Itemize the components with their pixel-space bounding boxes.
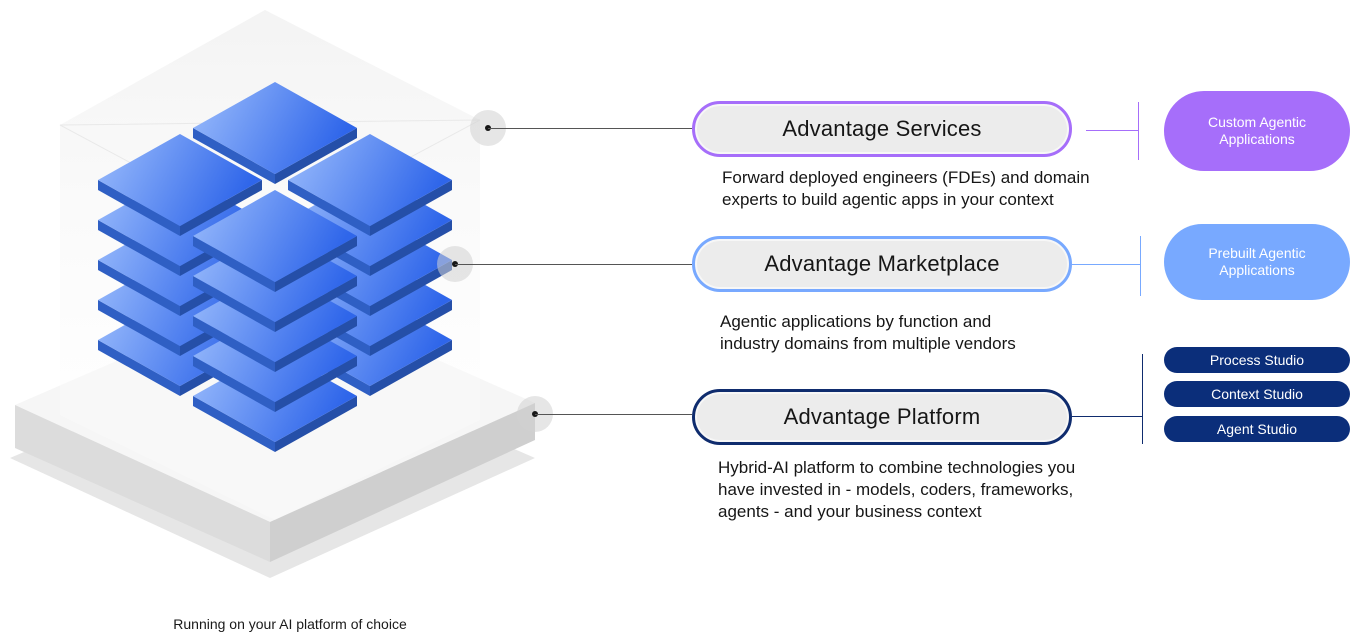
services-badge-bracket [1138,102,1139,160]
platform-connector [535,414,692,415]
prebuilt-agentic-applications-badge[interactable]: Prebuilt Agentic Applications [1164,224,1350,300]
advantage-services-pill[interactable]: Advantage Services [692,101,1072,157]
services-connector [488,128,692,129]
tile-right-0 [288,134,452,236]
tile-left-0 [98,134,262,236]
platform-stack-illustration [10,10,535,578]
agent-studio-button[interactable]: Agent Studio [1164,416,1350,442]
marketplace-connector [455,264,692,265]
context-studio-button[interactable]: Context Studio [1164,381,1350,407]
advantage-marketplace-description: Agentic applications by function and ind… [720,312,1016,353]
tile-front-0 [193,190,357,292]
advantage-marketplace-pill[interactable]: Advantage Marketplace [692,236,1072,292]
tile-back-0 [193,82,357,184]
advantage-services-description: Forward deployed engineers (FDEs) and do… [722,168,1090,209]
services-badge-connector [1086,130,1138,131]
process-studio-button[interactable]: Process Studio [1164,347,1350,373]
marketplace-badge-connector [1072,264,1140,265]
advantage-platform-pill[interactable]: Advantage Platform [692,389,1072,445]
platform-caption: Running on your AI platform of choice [173,616,407,632]
base-platform-left [15,405,270,562]
tile-stack [98,82,452,452]
custom-agentic-applications-badge[interactable]: Custom Agentic Applications [1164,91,1350,171]
platform-studios-bracket [1142,354,1143,444]
advantage-platform-description: Hybrid-AI platform to combine technologi… [718,458,1076,521]
base-platform-right [270,403,535,562]
marketplace-badge-bracket [1140,236,1141,296]
platform-studios-connector [1072,416,1142,417]
